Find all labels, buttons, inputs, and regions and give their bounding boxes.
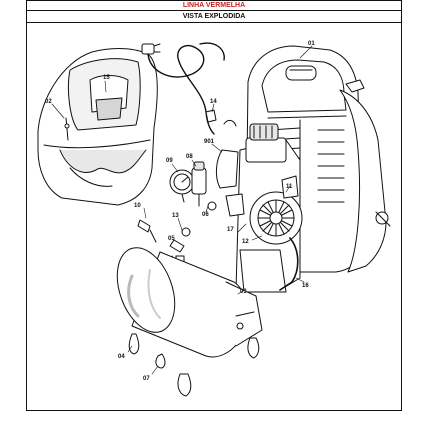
part-label-03: 03: [240, 289, 247, 295]
diagram-title: LINHA VERMELHA: [27, 1, 401, 11]
pressure-gauge: [169, 169, 195, 203]
leader-lines: [51, 45, 313, 375]
part-label-13: 13: [172, 213, 179, 219]
part-label-15: 15: [103, 75, 110, 81]
part-label-05: 05: [168, 236, 175, 242]
part-label-12: 12: [242, 239, 249, 245]
part-label-06: 06: [202, 212, 209, 218]
side-cover: [339, 79, 391, 273]
diagram-subtitle: VISTA EXPLODIDA: [27, 11, 401, 23]
part-label-16: 16: [302, 283, 309, 289]
part-label-08: 08: [186, 154, 193, 160]
motor-assembly: [215, 123, 303, 293]
part-label-11: 11: [286, 184, 293, 190]
air-tank: [116, 247, 263, 358]
part-labels: 01 02 03 04 05 06 07 08 09 10 11 12 13 1…: [45, 41, 315, 382]
part-label-02: 02: [45, 99, 52, 105]
part-label-01: 01: [308, 41, 315, 47]
regulator: [191, 161, 217, 211]
part-label-07: 07: [143, 376, 150, 382]
part-label-10: 10: [134, 203, 141, 209]
part-label-901: 901: [204, 139, 215, 145]
part-label-09: 09: [166, 158, 173, 164]
part-label-14: 14: [210, 99, 217, 105]
part-label-04: 04: [118, 354, 125, 360]
cord-clip: [205, 109, 237, 127]
tube: [279, 237, 299, 291]
part-label-17: 17: [227, 227, 234, 233]
rubber-feet: [128, 333, 260, 397]
front-cover: [37, 48, 158, 206]
